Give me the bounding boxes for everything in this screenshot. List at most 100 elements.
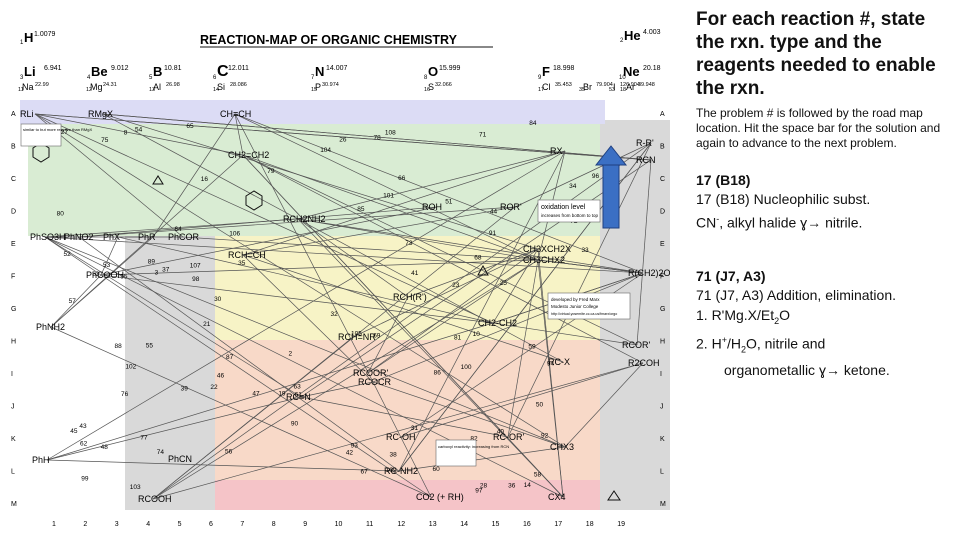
reaction-arrow [242,254,374,383]
element-symbol: O [428,64,438,79]
arrow-number: 61 [295,392,303,399]
element-mass: 10.81 [164,65,182,72]
compound-label: RX [550,146,563,156]
element-symbol: Cl [542,82,551,92]
element-symbol: Mg [90,82,103,92]
panel-title: For each reaction #, state the rxn. type… [696,9,936,99]
reaction-arrow [297,218,409,298]
arrow-number: 37 [162,266,170,273]
column-number: 15 [492,521,500,528]
row-letter-right: L [660,469,664,476]
reaction-arrow [234,113,244,156]
arrow-number: 95 [120,274,128,281]
arrow-number: 97 [475,487,483,494]
element-mass: 126.904 [620,82,640,88]
reaction-arrow [234,113,539,261]
arrow-number: 40 [497,429,505,436]
element-symbol: Li [24,64,36,79]
column-number: 7 [240,521,244,528]
arrow-number: 38 [389,452,397,459]
row-letter-left: K [11,436,16,443]
arrow-number: 83 [92,271,100,278]
reaction-arrow [514,142,652,208]
column-number: 3 [115,521,119,528]
p71-s3a: organometallic [724,361,819,378]
row-letter-right: G [660,306,665,313]
arrow-number: 51 [445,198,453,205]
compound-label: RC-OR' [493,432,524,442]
column-number: 18 [586,521,594,528]
reaction-arrow [564,362,644,448]
element-symbol: Al [153,82,161,92]
arrow-number: 67 [360,468,368,475]
row-letter-right: H [660,339,665,346]
reaction-arrow [46,150,566,461]
row-letter-left: M [11,501,17,508]
compound-label: R(CH2)2OH [628,268,670,278]
reaction-arrow [297,218,644,274]
problem-71-heading: 71 (J7, A3) [696,267,766,284]
compound-label: CO2 (+ RH) [416,492,464,502]
arrow-number: 66 [398,175,406,182]
arrow-number: 99 [81,476,89,483]
arrow-number: 87 [226,354,234,361]
row-letter-left: A [11,111,16,118]
arrow-number: 36 [508,483,516,490]
reaction-arrow [400,362,644,438]
dichlorocyclopropane-icon [607,490,621,501]
epoxide-icon [477,264,489,276]
element-mass: 30.974 [322,82,339,88]
column-number: 4 [146,521,150,528]
element-mass: 9.012 [111,65,129,72]
p17-cn: CN [696,214,717,231]
element-number: 35 [579,87,585,93]
row-letter-right: E [660,241,665,248]
reaction-arrow [242,206,516,256]
arrow-number: 102 [125,364,136,371]
arrow-number: 94 [547,360,555,367]
map-title: REACTION-MAP OF ORGANIC CHEMISTRY [200,33,458,47]
arrow-number: 88 [115,343,123,350]
reaction-arrow [367,296,409,374]
element-number: 12 [86,87,92,93]
arrow-number: 31 [411,425,419,432]
compound-label: RCOOH [138,494,172,504]
element-symbol: Be [91,64,108,79]
panel-hint: The problem # is followed by the road ma… [696,106,941,150]
problem-17-reagents: CN-, alkyl halide ɣ→ nitrile. [696,209,952,233]
reaction-arrow [407,248,539,298]
reaction-arrow [44,236,564,498]
compound-label: RCOOR' [353,368,388,378]
element-number: 4 [87,75,91,81]
problem-71-step-1: 1. R'Mg.X/Et2O [696,305,952,331]
element-mass: 35.453 [555,82,572,88]
compound-label: RCH=CH [228,250,266,260]
band-orange [215,340,600,480]
element-number: 18 [620,87,626,93]
column-number: 6 [209,521,213,528]
compound-label: R2COH [628,358,660,368]
row-letter-left: F [11,274,15,281]
arrow-number: 22 [210,384,218,391]
arrow-number: 19 [278,390,286,397]
reaction-arrow [507,142,652,438]
arrow-number: 106 [229,231,240,238]
compound-label: PhNH2 [36,322,65,332]
element-symbol: Ar [626,82,635,92]
reaction-arrow [372,381,566,448]
compound-label: RLi [20,109,34,119]
row-letter-right: K [660,436,665,443]
p17-end: nitrile. [821,214,863,231]
element-symbol: S [428,82,434,92]
arrow-number: 92 [541,432,549,439]
arrow-number: 27 [61,129,69,136]
problem-17-heading: 17 (B18) [696,172,751,188]
arrow-number: 39 [181,386,189,393]
compound-label: ROH [422,202,442,212]
reaction-arrows [34,113,652,500]
reaction-arrow [34,113,494,324]
reaction-arrow [44,236,102,276]
row-letter-left: H [11,339,16,346]
arrow-number: 21 [203,321,211,328]
